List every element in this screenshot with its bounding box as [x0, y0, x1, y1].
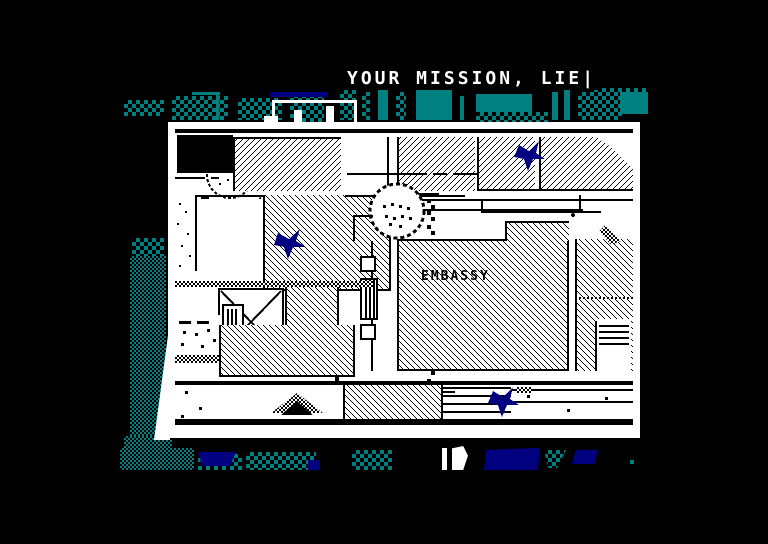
map-drawing: EMBASSY: [175, 129, 633, 431]
bg-white-pillar-b: [326, 106, 334, 122]
bg-building-c: [238, 98, 282, 120]
bg-shrub-navy-b: [308, 460, 320, 470]
mission-title-text: YOUR MISSION, LIE|: [345, 68, 599, 90]
target-marker-1-glyph: [514, 141, 545, 171]
bg-shrub-navy-c: [484, 448, 540, 470]
bg-post-white: [442, 448, 447, 470]
bg-white-frame-top: [272, 100, 356, 103]
bg-building-g: [378, 88, 388, 120]
bg-bush-d: [544, 450, 566, 468]
bg-shrub-navy-a: [198, 452, 236, 466]
bg-building-a: [124, 100, 164, 116]
bg-bush-c: [352, 450, 392, 470]
bg-building-b: [172, 96, 228, 120]
svg-text:EMBASSY: EMBASSY: [421, 269, 490, 284]
bg-white-pillar-a: [294, 110, 302, 122]
bg-wall-left: [130, 256, 166, 452]
target-marker-2-glyph: [274, 229, 306, 259]
bg-building-n: [564, 90, 570, 120]
bg-building-j: [460, 96, 464, 120]
bg-ground-left: [120, 448, 194, 470]
map-window-frame: EMBASSY: [168, 122, 640, 438]
embassy-label: EMBASSY: [421, 269, 490, 284]
bg-shrub-navy-d: [572, 450, 598, 464]
bg-white-sill: [264, 116, 278, 122]
bg-building-f: [362, 92, 370, 120]
bg-building-m: [552, 92, 558, 120]
bg-dot-b: [630, 460, 634, 464]
bg-white-frame-left: [272, 100, 275, 122]
bg-building-e: [340, 90, 356, 120]
target-marker-3-glyph: [488, 387, 519, 417]
mission-title-bar: YOUR MISSION, LIE|: [0, 68, 768, 90]
bg-bush-b: [246, 452, 316, 470]
bg-wall-left-top: [132, 238, 164, 256]
bg-building-h: [396, 92, 406, 120]
bg-building-l: [476, 112, 548, 122]
bg-navy-band: [270, 92, 328, 97]
bg-beam-a: [192, 92, 220, 95]
bg-building-k: [476, 94, 532, 114]
bg-building-q: [620, 92, 648, 114]
bg-building-i: [416, 88, 452, 120]
bg-white-frame-right: [354, 100, 357, 122]
bg-beam-b: [216, 94, 219, 120]
map-viewport[interactable]: EMBASSY: [175, 129, 633, 431]
bg-blob-white: [452, 446, 468, 470]
